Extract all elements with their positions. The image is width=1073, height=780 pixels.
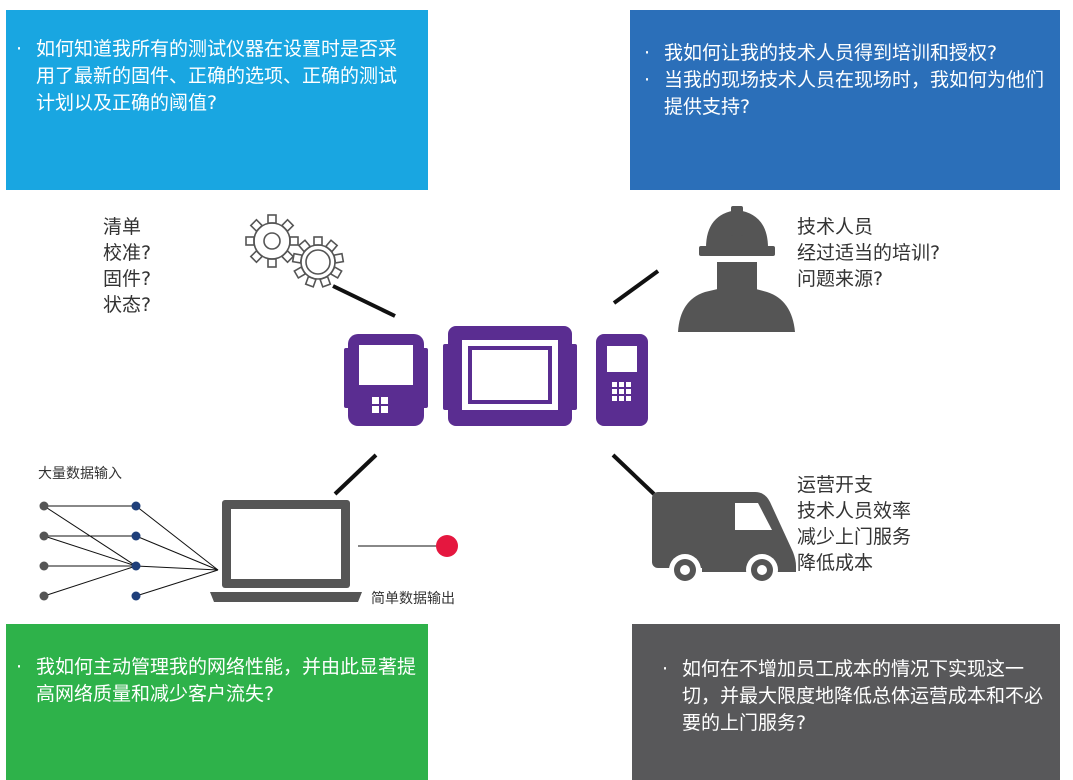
checklist-item: 状态?: [103, 294, 152, 316]
operations-labels: 运营开支 技术人员效率 减少上门服务 降低成本: [797, 472, 911, 576]
input-node: [131, 531, 141, 541]
bullet-dot: ·: [16, 656, 23, 678]
question-text: 如何知道我所有的测试仪器在设置时是否采用了最新的固件、正确的选项、正确的测试计划…: [36, 38, 398, 114]
technician-icon: [678, 206, 795, 332]
input-node: [131, 501, 141, 511]
connector-line: [611, 453, 657, 497]
connector-lines: [332, 269, 660, 497]
operations-item: 运营开支: [797, 474, 874, 496]
test-instruments: [344, 326, 648, 426]
input-node: [39, 531, 49, 541]
question-box-cost: · 如何在不增加员工成本的情况下实现这一切，并最大限度地降低总体运营成本和不必要的…: [632, 624, 1060, 780]
input-node: [39, 501, 49, 511]
question-box-setup: · 如何知道我所有的测试仪器在设置时是否采用了最新的固件、正确的选项、正确的测试计…: [6, 10, 428, 190]
question-item: · 如何知道我所有的测试仪器在设置时是否采用了最新的固件、正确的选项、正确的测试计…: [16, 36, 414, 117]
checklist-labels: 清单 校准? 固件? 状态?: [103, 214, 151, 318]
data-output: [358, 535, 458, 557]
question-box-network: · 我如何主动管理我的网络性能，并由此显著提高网络质量和减少客户流失?: [6, 624, 428, 780]
data-input-network: [39, 501, 219, 601]
service-truck-icon: [652, 492, 796, 586]
operations-item: 降低成本: [797, 552, 874, 574]
checklist-item: 校准?: [103, 242, 152, 264]
question-item: · 当我的现场技术人员在现场时，我如何为他们提供支持?: [644, 67, 1048, 121]
question-text: 当我的现场技术人员在现场时，我如何为他们提供支持?: [664, 69, 1045, 118]
input-node: [39, 591, 49, 601]
gears-icon: [245, 214, 345, 288]
question-text: 我如何主动管理我的网络性能，并由此显著提高网络质量和减少客户流失?: [36, 656, 417, 705]
operations-item: 技术人员效率: [797, 500, 912, 522]
question-box-training: · 我如何让我的技术人员得到培训和授权? · 当我的现场技术人员在现场时，我如何为他…: [630, 10, 1060, 190]
bullet-dot: ·: [644, 42, 651, 64]
checklist-item: 清单: [103, 216, 142, 238]
question-item: · 如何在不增加员工成本的情况下实现这一切，并最大限度地降低总体运营成本和不必要的…: [662, 656, 1050, 737]
operations-item: 减少上门服务: [797, 526, 912, 548]
data-input-label: 大量数据输入: [38, 466, 122, 482]
input-node: [131, 591, 141, 601]
question-item: · 我如何主动管理我的网络性能，并由此显著提高网络质量和减少客户流失?: [16, 654, 416, 708]
handheld-tester-icon: [344, 334, 428, 426]
laptop-icon: [210, 500, 362, 602]
connector-line: [332, 284, 396, 318]
bullet-dot: ·: [644, 69, 651, 91]
handset-tester-icon: [596, 334, 648, 426]
data-output-label: 简单数据输出: [371, 591, 455, 607]
output-node: [436, 535, 458, 557]
question-text: 我如何让我的技术人员得到培训和授权?: [664, 42, 998, 64]
technician-labels: 技术人员 经过适当的培训? 问题来源?: [797, 214, 940, 292]
input-node: [39, 561, 49, 571]
question-text: 如何在不增加员工成本的情况下实现这一切，并最大限度地降低总体运营成本和不必要的上…: [682, 658, 1044, 734]
connector-line: [333, 453, 378, 496]
bullet-dot: ·: [662, 658, 669, 680]
input-node: [131, 561, 141, 571]
tablet-tester-icon: [443, 326, 577, 426]
technician-item: 技术人员: [797, 216, 874, 238]
question-item: · 我如何让我的技术人员得到培训和授权?: [644, 40, 1048, 67]
checklist-item: 固件?: [103, 268, 152, 290]
technician-item: 问题来源?: [797, 268, 884, 290]
connector-line: [612, 269, 660, 305]
technician-item: 经过适当的培训?: [797, 242, 941, 264]
bullet-dot: ·: [16, 38, 23, 60]
